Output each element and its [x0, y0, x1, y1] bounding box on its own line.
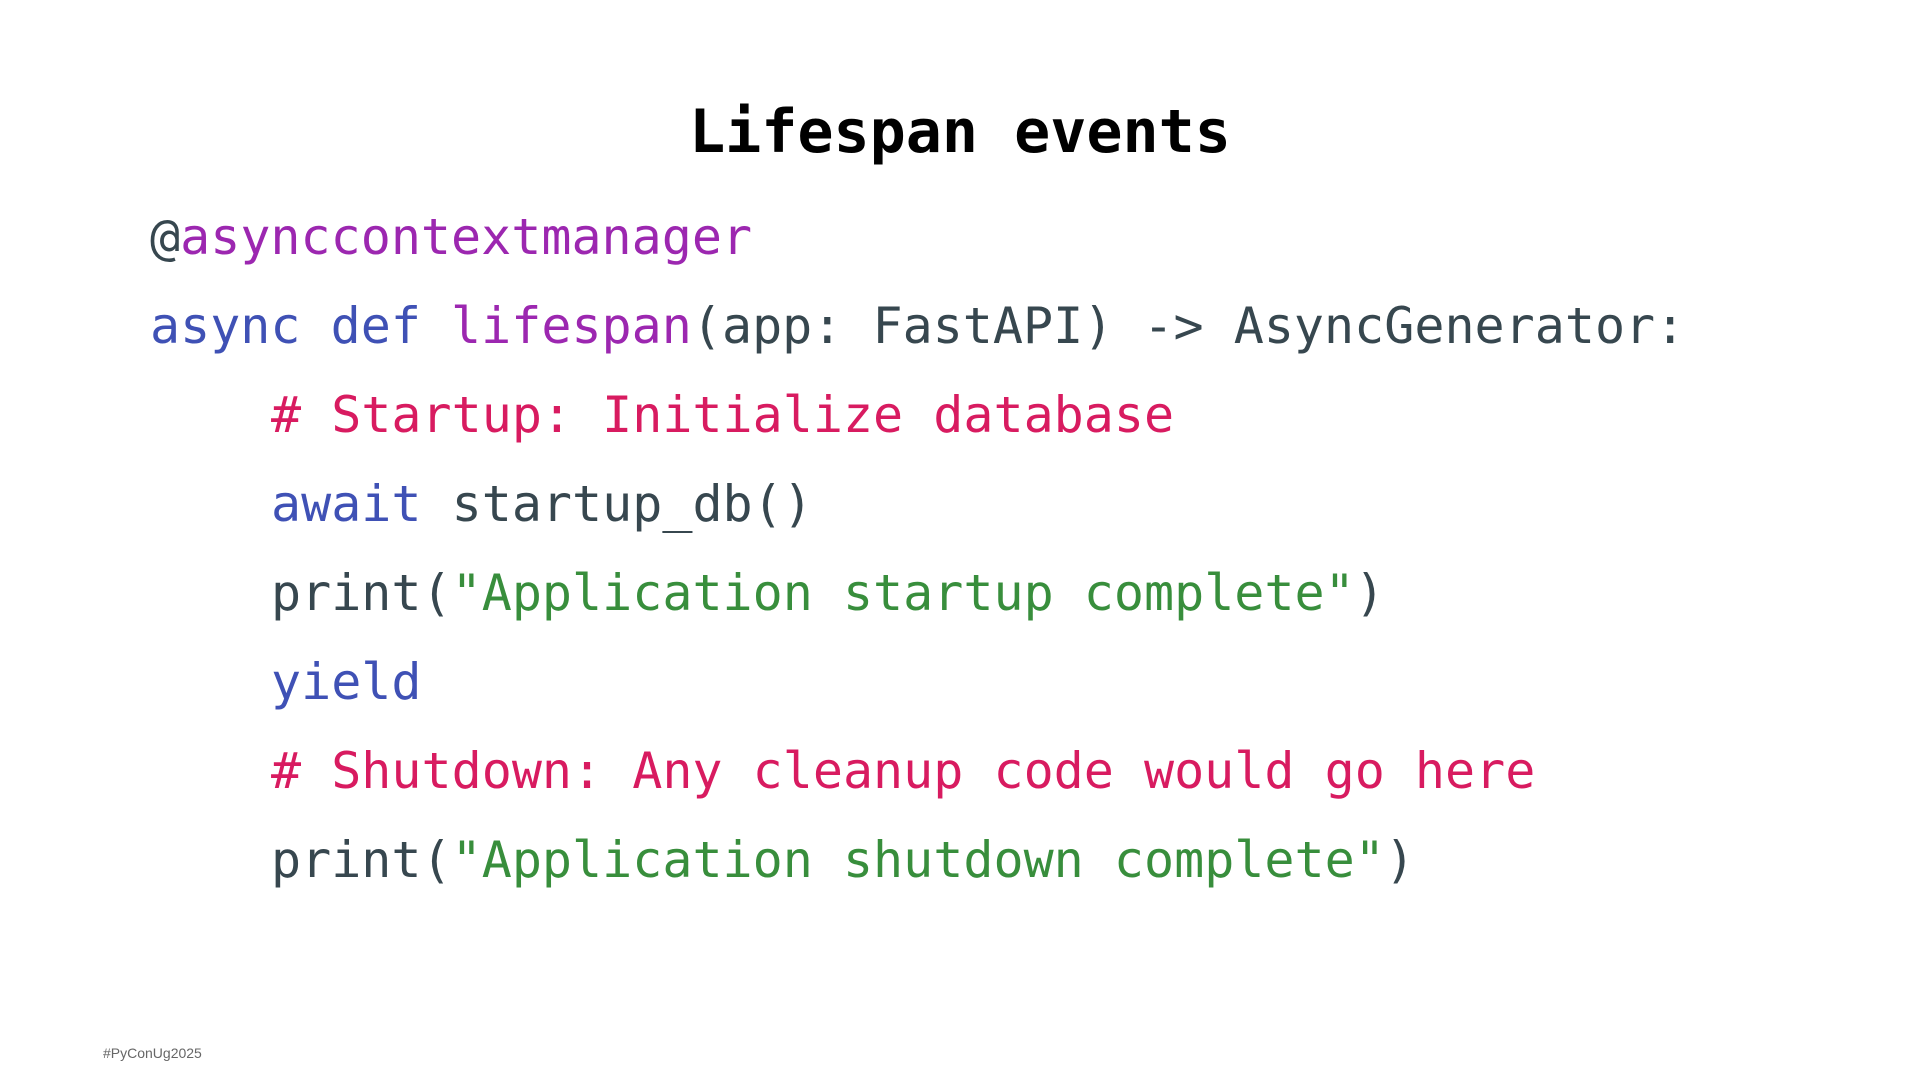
close-paren: ) [1354, 564, 1385, 622]
comment-shutdown: # Shutdown: Any cleanup code would go he… [271, 742, 1536, 800]
keyword-def: def [330, 297, 421, 355]
await-call: startup_db() [421, 475, 813, 533]
decorator-at: @ [150, 208, 181, 266]
code-line-await: await startup_db() [150, 460, 1685, 549]
comment-startup: # Startup: Initialize database [271, 386, 1175, 444]
close-paren: ) [1384, 831, 1415, 889]
string-startup: "Application startup complete" [451, 564, 1355, 622]
decorator-name: asynccontextmanager [180, 208, 753, 266]
code-line-yield: yield [150, 638, 1685, 727]
keyword-await: await [271, 475, 422, 533]
code-line-startup-comment: # Startup: Initialize database [150, 371, 1685, 460]
code-line-def: async def lifespan(app: FastAPI) -> Asyn… [150, 282, 1685, 371]
keyword-async: async [150, 297, 301, 355]
keyword-yield: yield [271, 653, 422, 711]
code-line-print-startup: print("Application startup complete") [150, 549, 1685, 638]
print-call: print( [271, 564, 452, 622]
slide-title: Lifespan events [689, 97, 1231, 167]
code-line-decorator: @asynccontextmanager [150, 193, 1685, 282]
space [421, 297, 451, 355]
code-block: @asynccontextmanager async def lifespan(… [150, 193, 1685, 905]
space [301, 297, 331, 355]
footer-hashtag: #PyConUg2025 [103, 1045, 202, 1061]
print-call: print( [271, 831, 452, 889]
function-name: lifespan [451, 297, 692, 355]
function-signature: (app: FastAPI) -> AsyncGenerator: [691, 297, 1686, 355]
string-shutdown: "Application shutdown complete" [451, 831, 1385, 889]
code-line-shutdown-comment: # Shutdown: Any cleanup code would go he… [150, 727, 1685, 816]
code-line-print-shutdown: print("Application shutdown complete") [150, 816, 1685, 905]
